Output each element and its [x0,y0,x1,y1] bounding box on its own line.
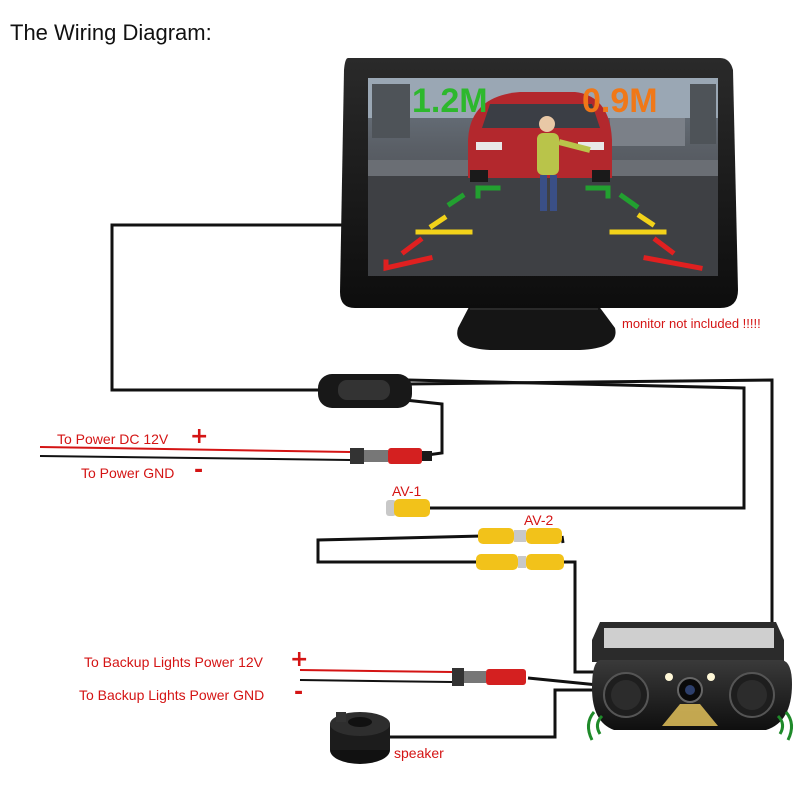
av2-return-cable [560,535,565,544]
power-leads [39,446,351,461]
power-12v-label: To Power DC 12V [57,431,169,447]
av1-cable [407,378,746,510]
video-harness-module [318,374,412,408]
rca-av2-upper [478,528,562,544]
diagram-title: The Wiring Diagram: [10,20,212,45]
child-image [537,116,591,211]
monitor-stand [457,305,616,350]
minus-sign-power: - [194,458,204,483]
rca-av2-lower [476,554,564,570]
camera-video-cable [562,560,600,674]
backup-power-connector [452,668,526,686]
speaker-cable [388,688,600,739]
power-gnd-label: To Power GND [81,465,175,481]
distance-label-left: 1.2M [412,82,488,120]
speaker-buzzer [330,712,390,764]
parking-camera [587,622,793,741]
plus-sign-backup: + [290,647,309,672]
backup-leads [299,669,453,683]
backup-gnd-label: To Backup Lights Power GND [79,687,265,703]
plus-sign-power: + [190,424,209,449]
av2-cable [316,534,483,564]
speaker-label: speaker [394,745,444,761]
minus-sign-backup: - [294,680,304,705]
av1-label: AV-1 [392,483,422,499]
rca-av1 [386,499,430,517]
av2-label: AV-2 [524,512,554,528]
distance-label-right: 0.9M [582,82,658,120]
backup-12v-label: To Backup Lights Power 12V [84,654,263,670]
power-cable [404,398,444,458]
car-image [468,92,612,182]
backup-cable [527,676,599,687]
monitor [340,58,738,350]
monitor-cable [110,223,360,392]
power-connector [350,448,432,464]
parking-guides [383,185,703,272]
monitor-note: monitor not included !!!!! [622,316,761,331]
